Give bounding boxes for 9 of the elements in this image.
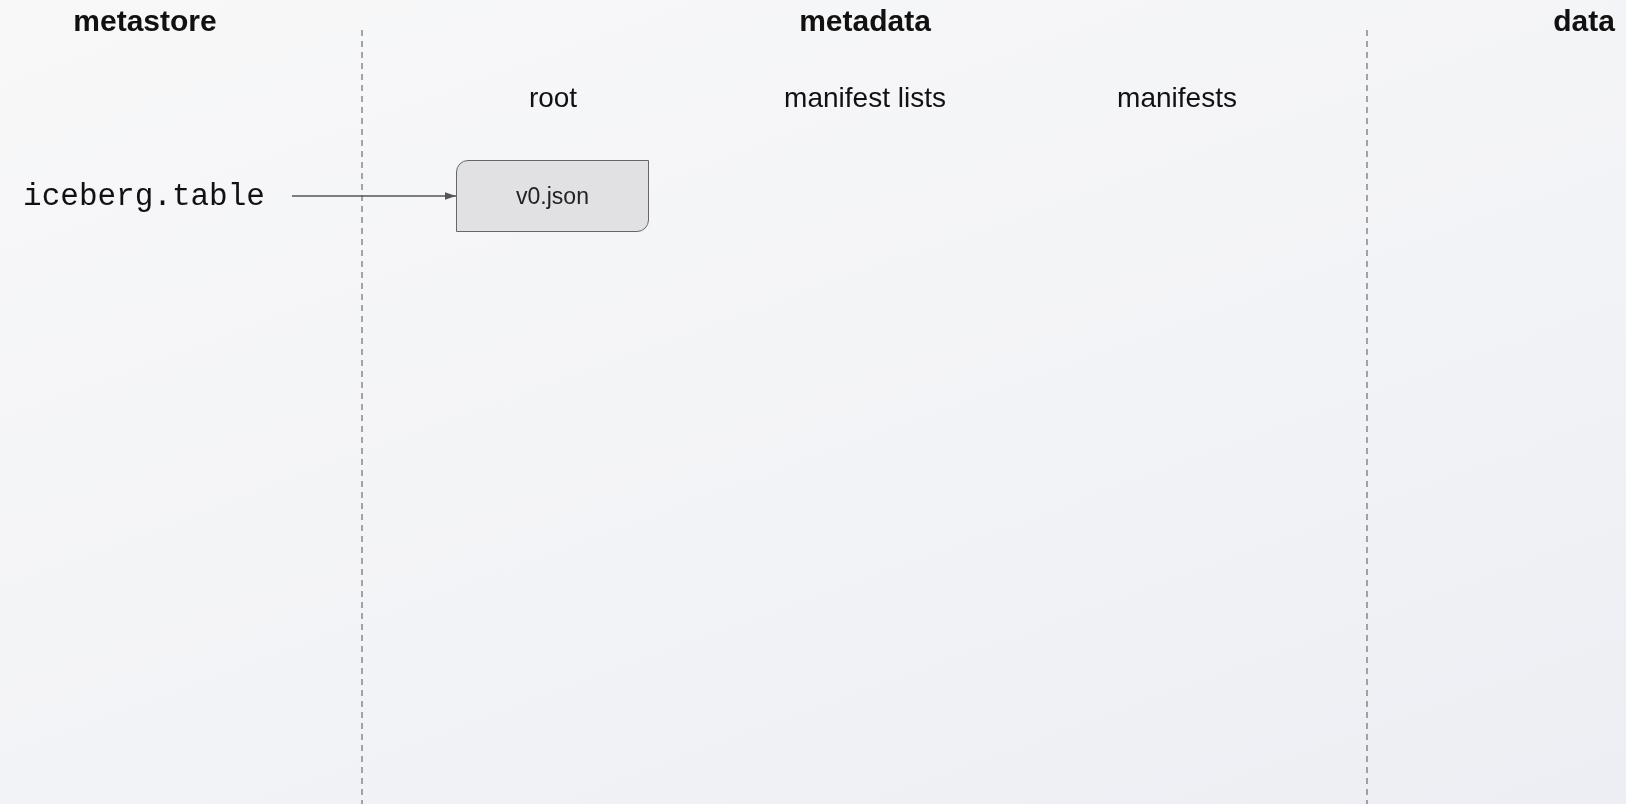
file-box: v0.json xyxy=(456,160,649,232)
column-heading: metadata xyxy=(799,4,931,38)
column-label: root xyxy=(528,82,578,114)
column-heading: data xyxy=(1553,4,1615,38)
column-heading: metastore xyxy=(73,4,217,38)
arrow xyxy=(291,192,457,200)
table-name: iceberg.table xyxy=(8,174,280,218)
column-label: manifest lists xyxy=(784,82,946,114)
column-label: manifests xyxy=(1117,82,1237,114)
